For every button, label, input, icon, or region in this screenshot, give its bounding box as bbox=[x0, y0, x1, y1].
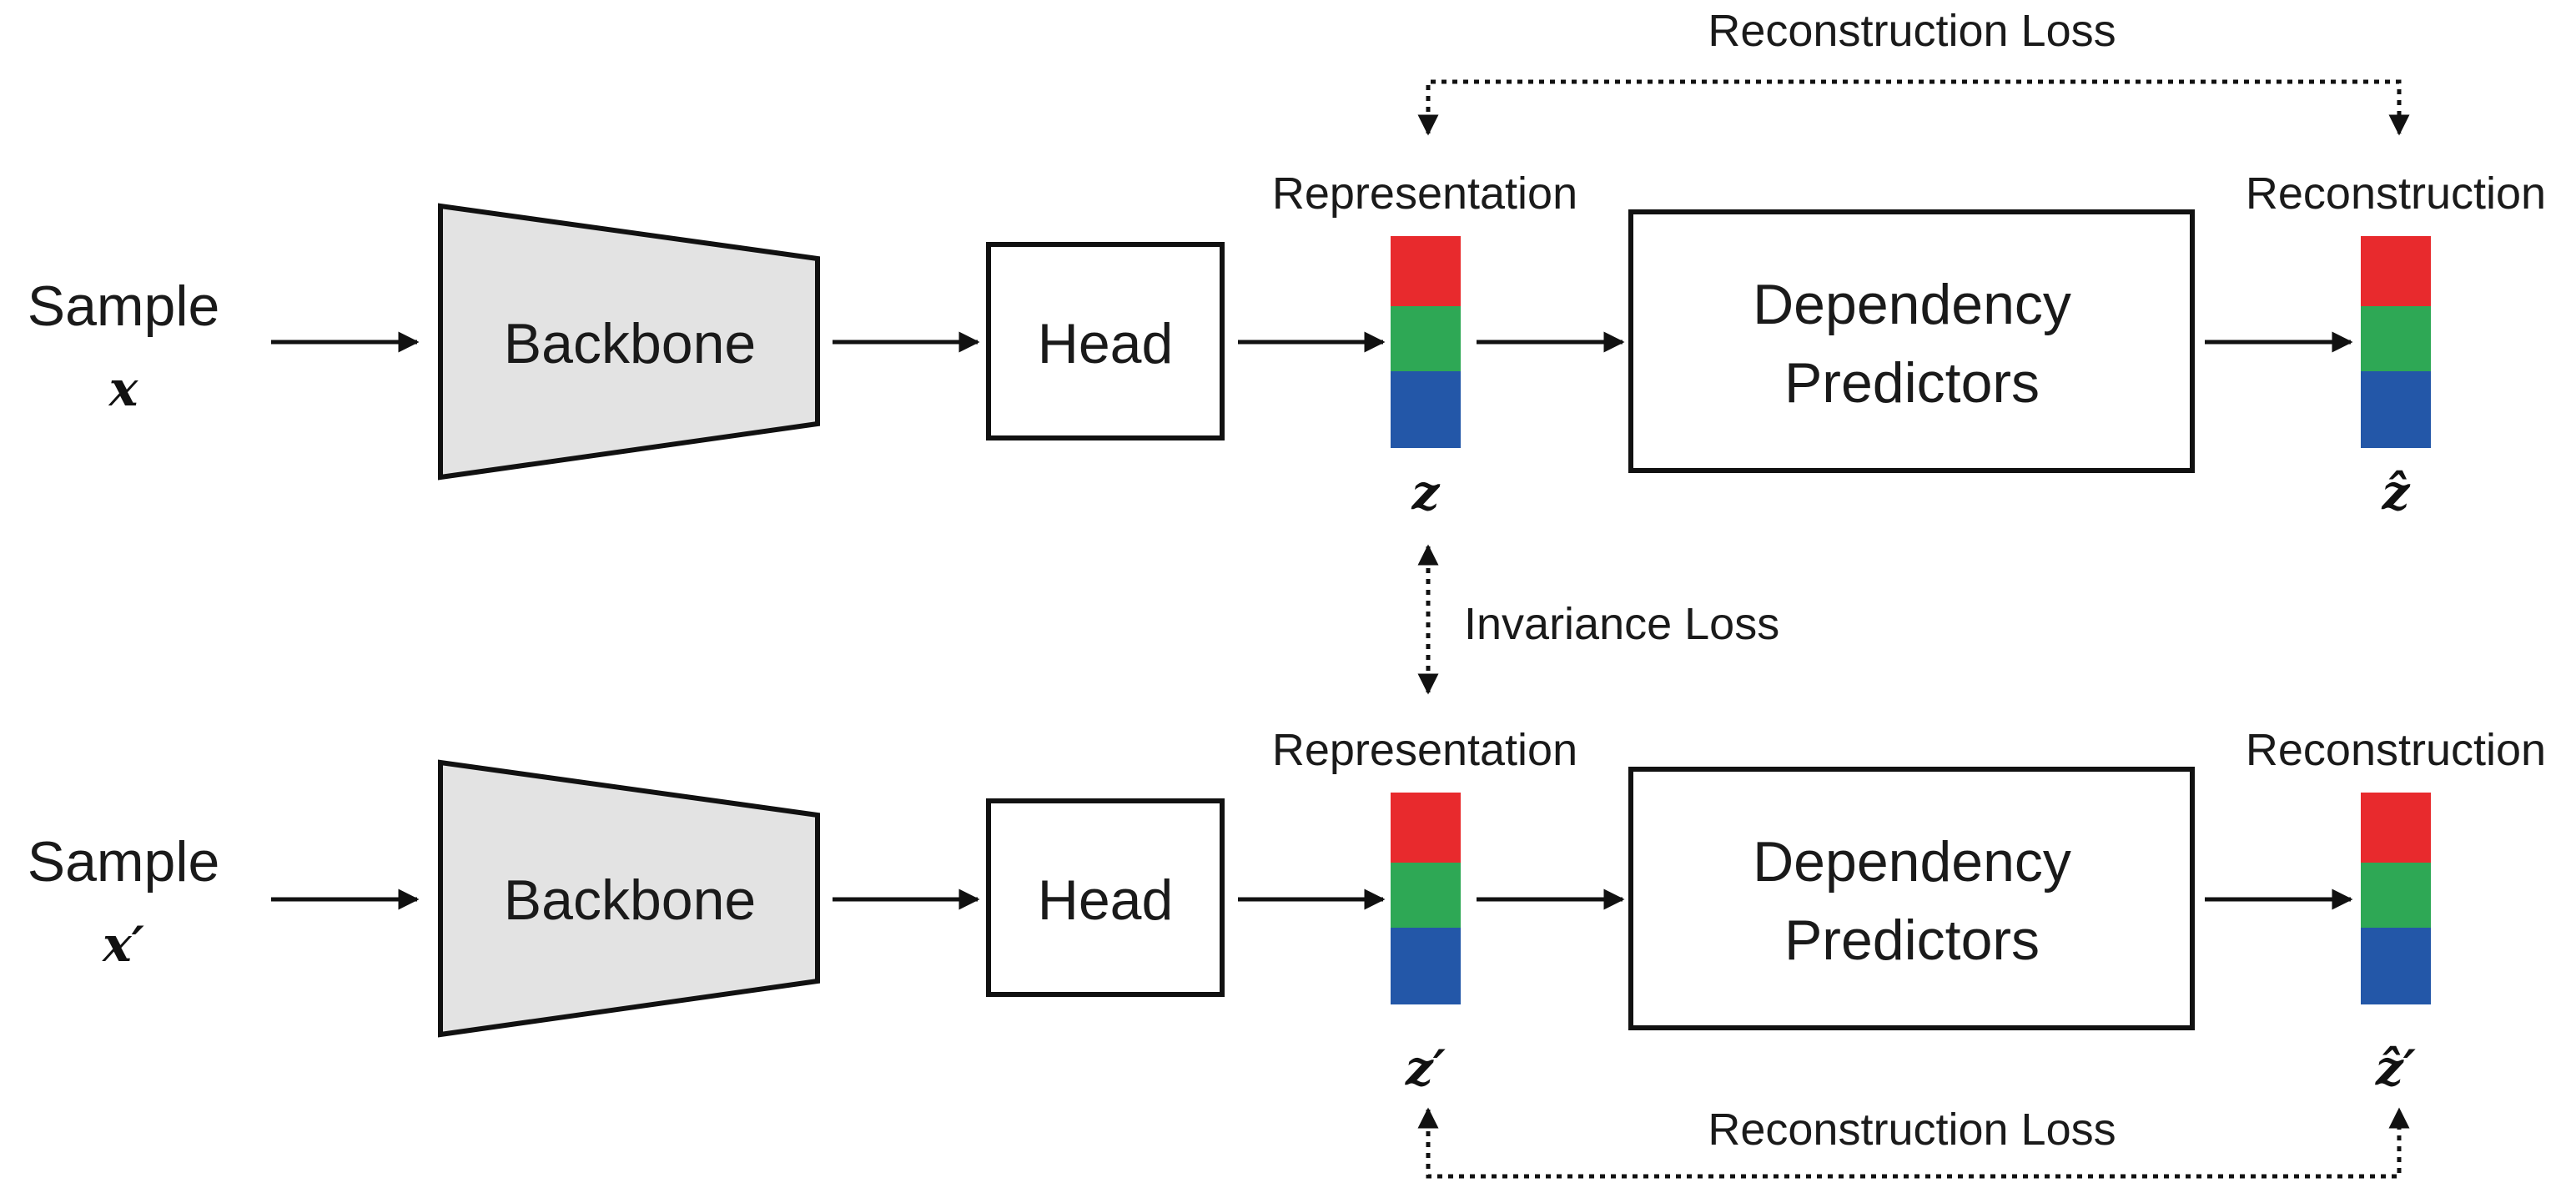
bottom-rep-segment-blue bbox=[1391, 928, 1461, 1004]
top-backbone-shape bbox=[438, 203, 820, 481]
top-rep-segment-red bbox=[1391, 236, 1461, 306]
bottom-recon-segment-blue bbox=[2361, 928, 2431, 1004]
top-predictors-box bbox=[1628, 209, 2195, 473]
bottom-rep-segment-green bbox=[1391, 863, 1461, 928]
bottom-backbone-shape bbox=[438, 759, 820, 1038]
top-branch: Sample x Backbone Head Representation z … bbox=[28, 6, 2546, 521]
bottom-predictors-box bbox=[1628, 767, 2195, 1030]
bottom-reconstruction-loss-label: Reconstruction Loss bbox=[1708, 1105, 2116, 1155]
bottom-rep-segment-red bbox=[1391, 793, 1461, 863]
bottom-sample-label: Sample bbox=[28, 830, 220, 893]
top-head-box bbox=[986, 242, 1225, 440]
bottom-head-label: Head bbox=[1038, 868, 1174, 932]
top-reconstruction-label: Reconstruction bbox=[2246, 169, 2546, 219]
bottom-branch: Sample x′ Backbone Head Representation z… bbox=[28, 725, 2546, 1179]
top-reconstruction-loss-arrow bbox=[1417, 79, 2410, 136]
top-recon-segment-green bbox=[2361, 306, 2431, 371]
bottom-predictors-line1: Dependency bbox=[1753, 830, 2071, 893]
top-rep-symbol: z bbox=[1411, 464, 1441, 521]
bottom-recon-segment-red bbox=[2361, 793, 2431, 863]
top-head-label: Head bbox=[1038, 312, 1174, 375]
top-sample-label: Sample bbox=[28, 274, 220, 338]
bottom-rep-symbol: z′ bbox=[1405, 1039, 1446, 1096]
bottom-representation-label: Representation bbox=[1272, 725, 1577, 775]
bottom-predictors-line2: Predictors bbox=[1784, 909, 2040, 972]
bottom-recon-segment-green bbox=[2361, 863, 2431, 928]
top-sample-symbol: x bbox=[108, 360, 139, 417]
bottom-recon-symbol: ẑ′ bbox=[2375, 1039, 2416, 1096]
invariance-loss-label: Invariance Loss bbox=[1464, 599, 1779, 649]
top-backbone-label: Backbone bbox=[504, 312, 756, 375]
top-recon-segment-red bbox=[2361, 236, 2431, 306]
top-recon-segment-blue bbox=[2361, 371, 2431, 448]
bottom-backbone-label: Backbone bbox=[504, 868, 756, 932]
top-predictors-line2: Predictors bbox=[1784, 351, 2040, 415]
bottom-sample-symbol: x′ bbox=[101, 916, 144, 973]
top-reconstruction-loss-label: Reconstruction Loss bbox=[1708, 6, 2116, 56]
top-rep-segment-blue bbox=[1391, 371, 1461, 448]
top-rep-segment-green bbox=[1391, 306, 1461, 371]
top-predictors-line1: Dependency bbox=[1753, 273, 2071, 336]
bottom-reconstruction-label: Reconstruction bbox=[2246, 725, 2546, 775]
bottom-reconstruction-loss-arrow bbox=[1417, 1107, 2410, 1179]
top-representation-label: Representation bbox=[1272, 169, 1577, 219]
bottom-head-box bbox=[986, 798, 1225, 997]
top-recon-symbol: ẑ bbox=[2382, 464, 2411, 521]
